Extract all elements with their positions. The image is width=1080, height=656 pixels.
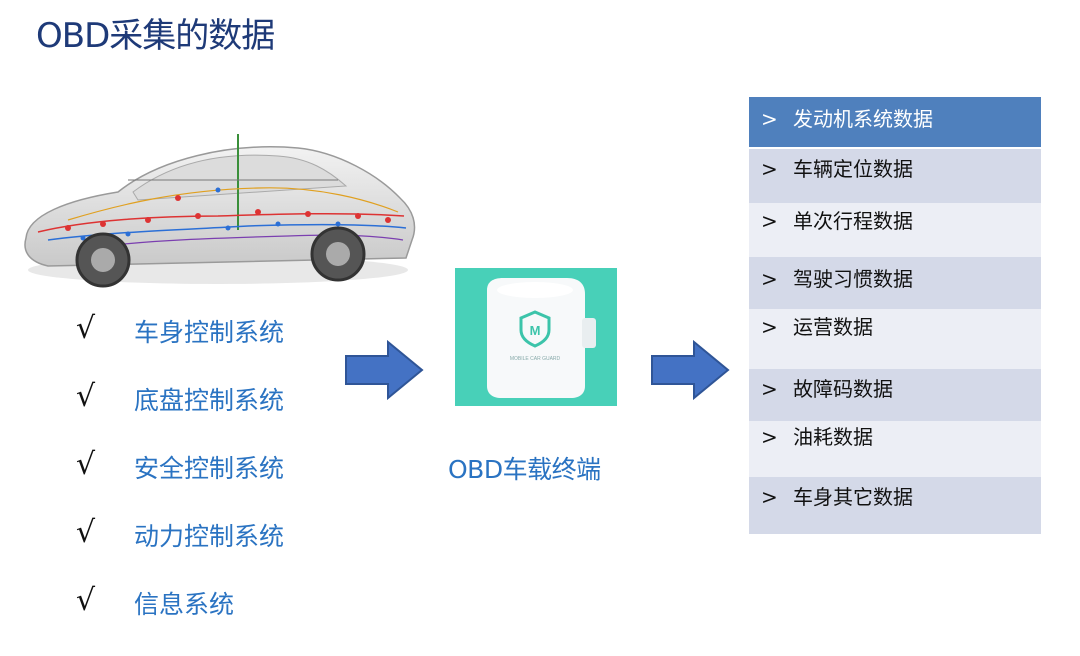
list-item-label: >油耗数据 (761, 421, 873, 450)
list-item: >车身其它数据 (749, 477, 1041, 534)
check-item: √ 车身控制系统 (76, 316, 306, 384)
check-item: √ 信息系统 (76, 588, 306, 656)
device-brand-text: MOBILE CAR GUARD (510, 356, 561, 362)
list-item-label: >运营数据 (761, 311, 873, 340)
list-item-label: >车辆定位数据 (761, 153, 913, 182)
check-item: √ 底盘控制系统 (76, 384, 306, 452)
list-item: >油耗数据 (749, 421, 1041, 477)
list-item: >运营数据 (749, 309, 1041, 369)
list-item-label: >故障码数据 (761, 373, 893, 402)
device-label: OBD车载终端 (448, 450, 601, 486)
check-item-label: 安全控制系统 (76, 452, 286, 486)
list-item-label: >发动机系统数据 (761, 103, 933, 132)
data-list-panel: >发动机系统数据 >车辆定位数据 >单次行程数据 >驾驶习惯数据 >运营数据 >… (749, 97, 1041, 534)
check-item-label: 动力控制系统 (76, 520, 286, 554)
list-item: >故障码数据 (749, 369, 1041, 421)
obd-device-image: M MOBILE CAR GUARD (455, 268, 617, 406)
list-item: >单次行程数据 (749, 203, 1041, 257)
obd-device-icon: M MOBILE CAR GUARD (455, 268, 617, 406)
check-item-label: 信息系统 (76, 588, 286, 622)
check-item-label: 车身控制系统 (76, 316, 286, 350)
right-arrow-icon (344, 340, 424, 400)
check-item: √ 动力控制系统 (76, 520, 306, 588)
list-item-header: >发动机系统数据 (749, 97, 1041, 147)
list-item: >驾驶习惯数据 (749, 257, 1041, 309)
list-item: >车辆定位数据 (749, 149, 1041, 203)
right-arrow-icon (650, 340, 730, 400)
car-wiring-illustration (8, 120, 428, 290)
list-item-label: >车身其它数据 (761, 481, 913, 510)
device-logo-letter: M (530, 323, 541, 338)
page-title: OBD采集的数据 (36, 8, 274, 57)
list-item-label: >单次行程数据 (761, 205, 913, 234)
list-item-label: >驾驶习惯数据 (761, 263, 913, 292)
check-item-label: 底盘控制系统 (76, 384, 286, 418)
system-checklist: √ 车身控制系统 √ 底盘控制系统 √ 安全控制系统 √ 动力控制系统 √ 信息… (76, 316, 306, 656)
check-item: √ 安全控制系统 (76, 452, 306, 520)
